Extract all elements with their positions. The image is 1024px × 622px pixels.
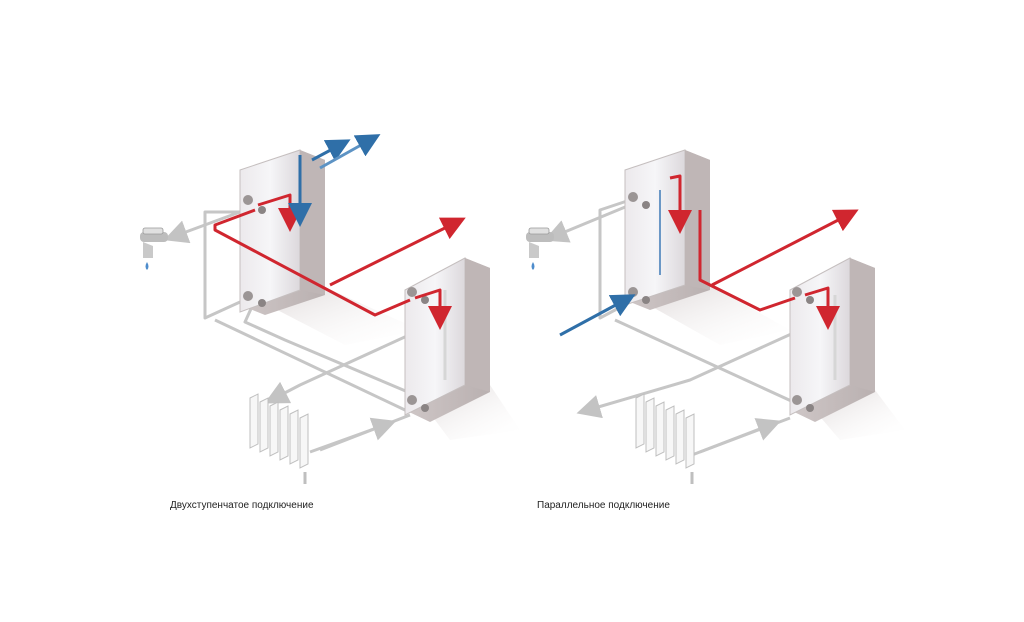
cold-water-pipes	[288, 134, 381, 227]
plate-heat-exchanger-icon	[239, 149, 325, 315]
plate-heat-exchanger-icon	[789, 257, 875, 422]
radiator-icon	[635, 393, 695, 484]
faucet-icon	[140, 227, 168, 270]
faucet-icon	[526, 227, 554, 270]
radiator-icon	[249, 393, 309, 484]
parallel-scheme	[526, 149, 905, 484]
two-stage-caption: Двухступенчатое подключение	[170, 500, 314, 511]
hot-supply-pipes	[668, 174, 859, 330]
two-stage-scheme	[140, 134, 520, 484]
parallel-caption: Параллельное подключение	[537, 500, 670, 511]
plate-heat-exchanger-icon	[404, 257, 490, 422]
cold-water-pipes	[559, 294, 636, 337]
plate-heat-exchanger-icon	[624, 149, 710, 310]
